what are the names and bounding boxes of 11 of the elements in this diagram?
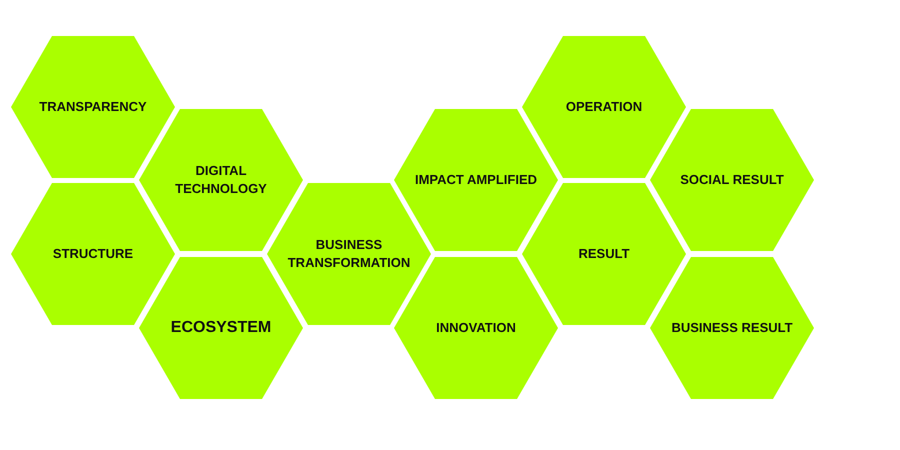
hexagon-label: STRUCTURE bbox=[52, 245, 134, 263]
hexagon-label: RESULT bbox=[578, 245, 630, 263]
hexagon-label: TRANSPARENCY bbox=[39, 98, 147, 116]
hexagon-label: BUSINESS TRANSFORMATION bbox=[286, 236, 412, 272]
hexagon-label: IMPACT AMPLIFIED bbox=[414, 171, 538, 189]
hexagon-label: ECOSYSTEM bbox=[170, 319, 272, 337]
hexagon-label: INNOVATION bbox=[436, 319, 516, 337]
hexagon-label: DIGITAL TECHNOLOGY bbox=[174, 162, 268, 198]
hexagon-label: OPERATION bbox=[566, 98, 642, 116]
hexagon-label: BUSINESS RESULT bbox=[671, 319, 793, 337]
hexagon-label: SOCIAL RESULT bbox=[680, 171, 784, 189]
